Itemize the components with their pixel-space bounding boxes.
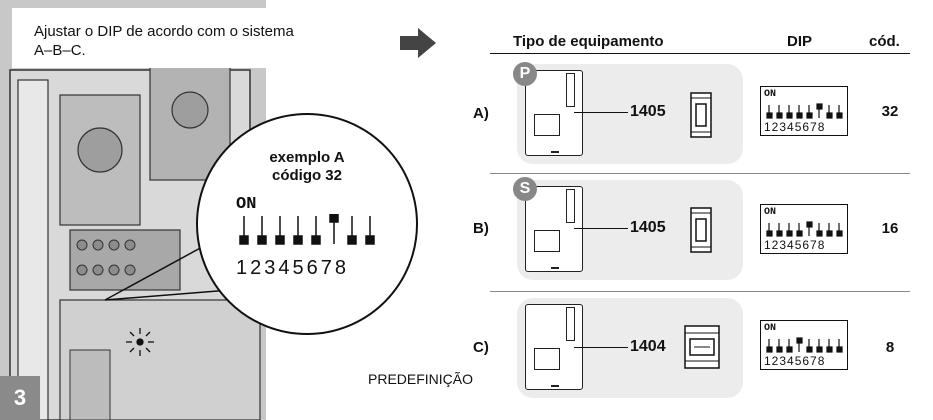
row-b-device-unit [525,186,583,272]
header-equipment-type: Tipo de equipamento [513,33,664,50]
row-c-device-code: 1404 [630,338,666,355]
header-rule [490,53,910,54]
row-a-device-unit [525,70,583,156]
row-separator [490,173,910,174]
arrow-right-icon [400,28,436,58]
callout-title-line-1: exemplo A [269,149,345,166]
dip-on-label: ON [236,195,257,214]
dip-switch-toggles [239,213,375,245]
row-b-label: B) [473,220,489,237]
row-c-device-unit [525,304,583,390]
row-a-device-code: 1405 [630,103,666,120]
row-b-device-code: 1405 [630,219,666,236]
instruction-text: Ajustar o DIP de acordo com o sistema A–… [12,8,366,68]
led-flash-icon [126,328,154,356]
row-a-dip-switch: ON 12345678 [760,86,848,136]
dip-numbers: 12345678 [236,257,349,279]
header-dip: DIP [787,33,813,50]
row-a-label: A) [473,105,489,122]
instruction-line-2: A–B–C. [34,42,86,59]
dip-example-callout: exemplo A código 32 ON 12345678 [196,113,418,335]
default-setting-note: PREDEFINIÇÃO [368,371,474,387]
power-supply-icon [684,325,720,369]
row-c-code: 8 [885,339,895,356]
row-b-code: 16 [881,220,899,237]
step-number-badge: 3 [0,376,40,420]
row-c-dip-switch: ON 12345678 [760,320,848,370]
row-b-badge: S [513,177,537,201]
instruction-line-1: Ajustar o DIP de acordo com o sistema [34,23,294,40]
row-a-code: 32 [881,103,899,120]
callout-title-line-2: código 32 [271,167,342,184]
dip-switch-large: ON 12345678 [236,195,386,280]
small-module-icon [690,207,712,253]
small-module-icon [690,92,712,138]
row-separator [490,291,910,292]
row-b-dip-switch: ON 12345678 [760,204,848,254]
header-code: cód. [869,33,900,50]
row-c-label: C) [473,339,489,356]
row-a-badge: P [513,62,537,86]
